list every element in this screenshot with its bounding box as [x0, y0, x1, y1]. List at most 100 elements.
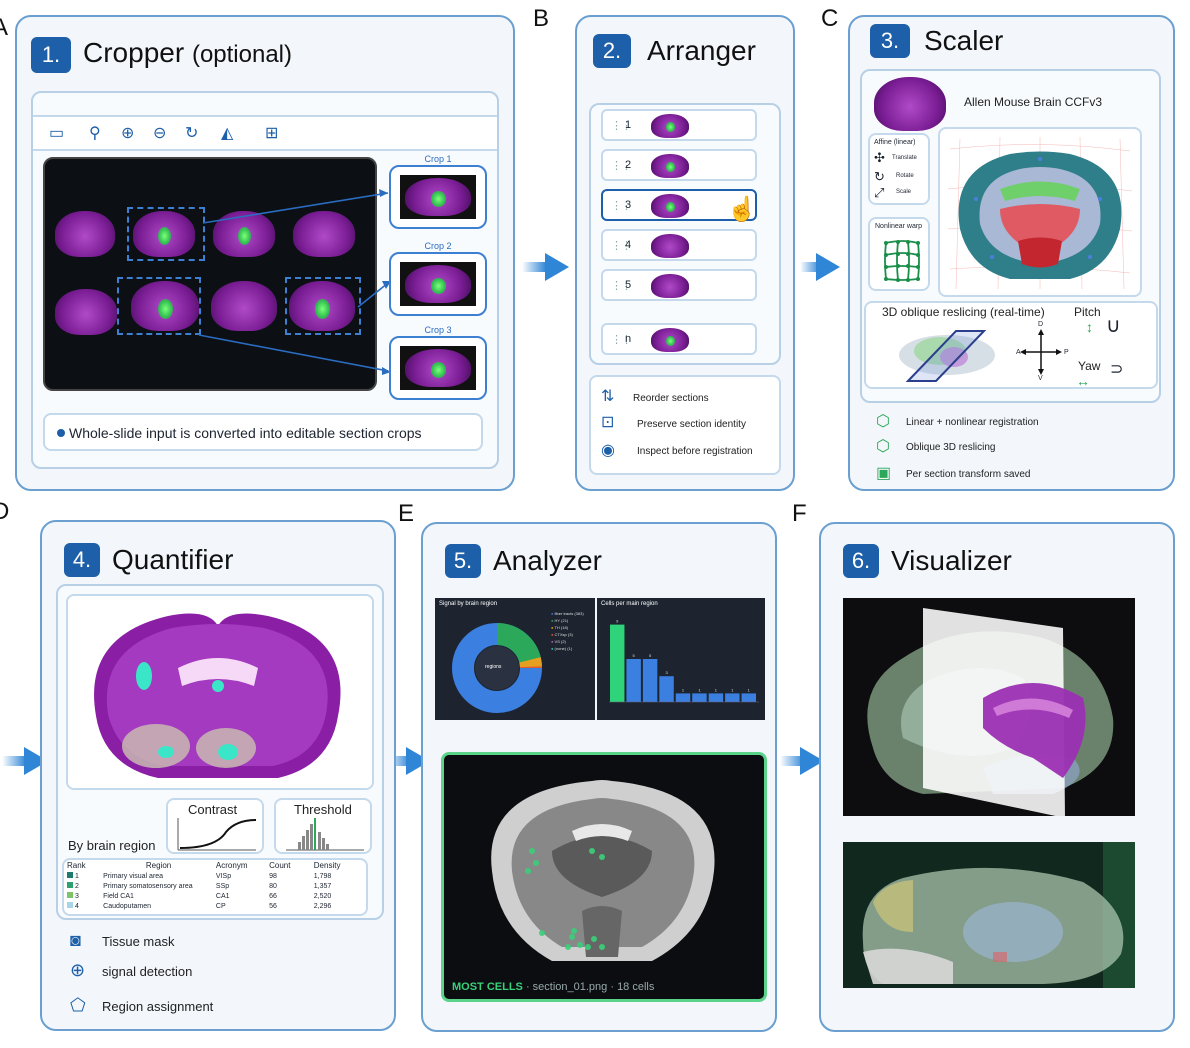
cropper-caption-box: Whole-slide input is converted into edit…: [43, 413, 483, 451]
crop-selection-3[interactable]: [117, 277, 201, 335]
arranger-feature-1: Reorder sections: [633, 393, 709, 404]
cropper-caption: Whole-slide input is converted into edit…: [69, 425, 422, 441]
bar-value-label: 3: [665, 670, 668, 675]
section-row-4[interactable]: ⋮⋮4: [601, 229, 757, 261]
axis-d-label: D: [1038, 321, 1044, 328]
mask-brain-image: [94, 613, 341, 778]
detection-footer: MOST CELLS · section_01.png · 18 cells: [452, 981, 655, 993]
bar-value-label: 1: [715, 687, 718, 692]
slide-section: [131, 281, 199, 331]
quantifier-image-frame: [66, 594, 374, 790]
section-row-1[interactable]: ⋮⋮1: [601, 109, 757, 141]
crop-label-3: Crop 3: [424, 325, 452, 335]
crop-thumb-1[interactable]: [389, 165, 487, 229]
quantifier-feature-1: Tissue mask: [102, 934, 175, 949]
quantifier-panel: 4. Quantifier Contrast Threshol: [40, 520, 396, 1031]
crop-selection-1[interactable]: [127, 207, 205, 261]
affine-translate: Translate: [892, 155, 917, 161]
3d-view-top[interactable]: [843, 598, 1135, 818]
scaler-feature-3: Per section transform saved: [906, 469, 1031, 480]
affine-box: Affine (linear) ✣ Translate ↻ Rotate ⤢ S…: [868, 133, 930, 205]
tag-icon: ⬠: [70, 995, 86, 1015]
section-row-5[interactable]: ⋮⋮5: [601, 269, 757, 301]
contrast-label: Contrast: [188, 802, 238, 817]
arranger-list: ⋮⋮1 ⋮⋮2 ⋮⋮3 ☝ ⋮⋮4 ⋮⋮5 ⋮⋮n: [589, 103, 781, 365]
bar-c4: [659, 676, 674, 702]
cube-icon: ⬡: [876, 438, 890, 455]
warp-grid-icon: [884, 240, 920, 282]
affine-scale: Scale: [896, 189, 912, 195]
panel-letter-e: E: [398, 500, 415, 527]
table-header: Rank Region Acronym Count Density: [67, 861, 341, 870]
search-icon[interactable]: ⚲: [89, 125, 101, 142]
affine-rotate: Rotate: [896, 173, 914, 179]
bar-c6: [692, 693, 707, 702]
bar-value-label: 1: [698, 687, 701, 692]
oblique-slice-graphic: [899, 330, 995, 382]
zoom-out-icon[interactable]: ⊖: [153, 125, 167, 142]
quantifier-title: Quantifier: [112, 544, 234, 575]
affine-title: Affine (linear): [874, 139, 916, 146]
cropper-workspace: ▭ ⚲ ⊕ ⊖ ↻ ◭ ⊞ Cr: [31, 91, 499, 469]
axis-v-label: V: [1038, 375, 1043, 382]
panel-letter-b: B: [533, 5, 550, 32]
crop-thumb-3[interactable]: [389, 336, 487, 400]
rotate-icon[interactable]: ↻: [874, 169, 885, 184]
bar-value-label: 1: [682, 687, 685, 692]
zoom-in-icon[interactable]: ⊕: [121, 125, 135, 142]
scaler-step-badge: 3.: [870, 24, 910, 58]
threshold-label: Threshold: [294, 802, 352, 817]
section-row-2[interactable]: ⋮⋮2: [601, 149, 757, 181]
yaw-arrow-icon[interactable]: ↔: [1076, 373, 1090, 389]
donut-legend: ● fiber tracts (383) ● HY (21) ● TH (18)…: [551, 611, 584, 651]
bar-c8: [725, 693, 740, 702]
quantifier-feature-3: Region assignment: [102, 999, 214, 1014]
bar-chart-title: Cells per main region: [601, 601, 658, 607]
registration-view: [938, 127, 1142, 297]
slide-section: [293, 211, 355, 257]
flow-arrow-shaft: [522, 262, 546, 272]
oblique-reslicing-box: 3D oblique reslicing (real-time) D V A P…: [864, 301, 1158, 389]
slide-section: [211, 281, 277, 331]
crop-label-1: Crop 1: [424, 154, 452, 164]
slide-section: [55, 289, 117, 335]
grid-icon[interactable]: ⊞: [265, 125, 279, 142]
rotate-icon[interactable]: ↻: [185, 125, 199, 142]
section-row-n[interactable]: ⋮⋮n: [601, 323, 757, 355]
yaw-rotate-icon: ⊃: [1110, 361, 1124, 378]
donut-chart-card: Signal by brain region regions ● fiber t…: [435, 598, 595, 720]
oblique-title: 3D oblique reslicing (real-time): [882, 305, 1045, 319]
bar-value-label: 1: [748, 687, 751, 692]
atlas-thumbnail: [874, 77, 946, 131]
cell-detection-view: MOST CELLS · section_01.png · 18 cells: [441, 752, 767, 1002]
cropper-panel: 1. Cropper (optional) ▭ ⚲ ⊕ ⊖ ↻ ◭ ⊞: [15, 15, 515, 491]
slide-image: [43, 157, 377, 391]
eye-icon: ◉: [601, 442, 615, 459]
arranger-title: Arranger: [647, 35, 756, 66]
flow-arrow-shaft: [2, 756, 26, 766]
3d-view-bottom[interactable]: [843, 842, 1135, 988]
bar-value-label: 9: [616, 619, 619, 624]
crop-thumb-2[interactable]: [389, 252, 487, 316]
visualizer-step-badge: 6.: [843, 544, 879, 578]
pitch-arrow-icon[interactable]: ↕: [1086, 319, 1093, 335]
bar-c3: [642, 659, 658, 702]
section-row-3-selected[interactable]: ⋮⋮3 ☝: [601, 189, 757, 223]
scale-icon[interactable]: ⤢: [874, 185, 885, 200]
quantifier-workspace: Contrast Threshold By brain region Rank …: [56, 584, 384, 920]
folder-icon[interactable]: ▭: [49, 125, 65, 142]
flow-arrow-a-b: [545, 253, 569, 281]
translate-icon[interactable]: ✣: [874, 150, 885, 165]
donut-chart-title: Signal by brain region: [439, 601, 498, 607]
panel-letter-f: F: [792, 500, 807, 527]
pointer-hand-icon: ☝: [727, 196, 757, 223]
threshold-widget[interactable]: Threshold: [274, 798, 372, 854]
contrast-widget[interactable]: Contrast: [166, 798, 264, 854]
flip-icon[interactable]: ◭: [221, 125, 234, 142]
